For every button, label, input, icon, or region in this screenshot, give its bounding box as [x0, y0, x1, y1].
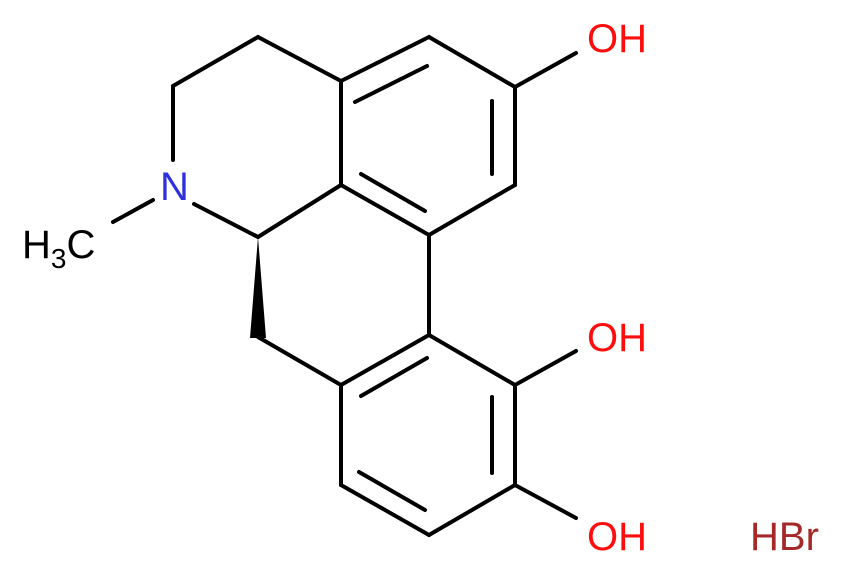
bond-to-oh [513, 483, 578, 520]
bond-lines [111, 35, 578, 537]
bond [256, 35, 343, 83]
methyl-label: H3C [22, 223, 95, 274]
hydrobromide-label: HBr [750, 515, 819, 559]
bond [427, 183, 517, 237]
hydroxyl-label-middle: OH [587, 316, 647, 360]
bond [427, 483, 517, 537]
bond-inner [359, 172, 427, 213]
bond [339, 333, 431, 387]
methyl-label-h: H [22, 223, 51, 267]
hydroxyl-label-bottom: OH [587, 515, 647, 559]
bond-to-oh [513, 51, 578, 89]
hydroxyl-label-top: OH [587, 17, 647, 61]
bond-inner [357, 470, 427, 512]
bond-inner [359, 356, 429, 398]
bond [339, 35, 431, 83]
bond [171, 35, 260, 88]
bond [427, 333, 517, 387]
nitrogen-label: N [160, 165, 189, 209]
bond [427, 35, 517, 89]
bond-inner [353, 64, 429, 104]
bond [192, 202, 260, 239]
bond [256, 183, 343, 239]
bond-to-oh [513, 349, 578, 387]
bond-n-methyl [111, 198, 155, 224]
methyl-label-c: C [66, 223, 95, 267]
bond [256, 335, 343, 387]
methyl-label-subscript: 3 [51, 243, 67, 274]
bond [339, 483, 431, 537]
wedge-bond [250, 237, 266, 338]
bond [339, 183, 431, 237]
